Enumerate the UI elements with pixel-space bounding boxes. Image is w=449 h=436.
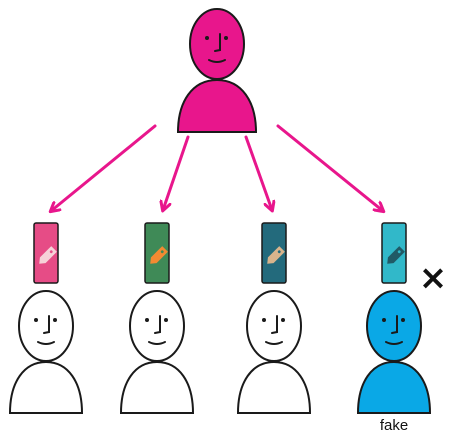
phone-card [381,222,407,284]
recipient-1 [8,222,84,414]
phone-card [261,222,287,284]
arrow-to-recipient-2 [163,135,190,210]
person-face [382,315,405,345]
source-person [176,8,258,133]
person-body [236,360,312,414]
person-head [129,290,185,362]
price-tag-icon [267,246,285,264]
person-head [18,290,74,362]
price-tag-icon [39,246,57,264]
source-person-body [176,78,258,133]
recipient-2 [119,222,195,414]
fake-label: fake [380,417,408,434]
arrow-to-recipient-3 [244,135,272,210]
arrow-to-recipient-1 [51,124,157,211]
person-head [366,290,422,362]
source-person-face [205,33,228,63]
price-tag-icon [387,246,405,264]
phone-card [144,222,170,284]
close-icon: × [419,258,448,298]
recipient-3 [236,222,312,414]
person-body [356,360,432,414]
person-face [145,315,168,345]
arrow-to-recipient-4 [276,124,383,211]
person-head [246,290,302,362]
phone-card [33,222,59,284]
source-person-head [189,8,245,80]
recipients [8,222,432,414]
distribution-arrows [51,124,383,211]
person-face [34,315,57,345]
price-tag-icon [150,246,168,264]
person-body [119,360,195,414]
person-face [262,315,285,345]
recipient-4-fake [356,222,432,414]
person-body [8,360,84,414]
